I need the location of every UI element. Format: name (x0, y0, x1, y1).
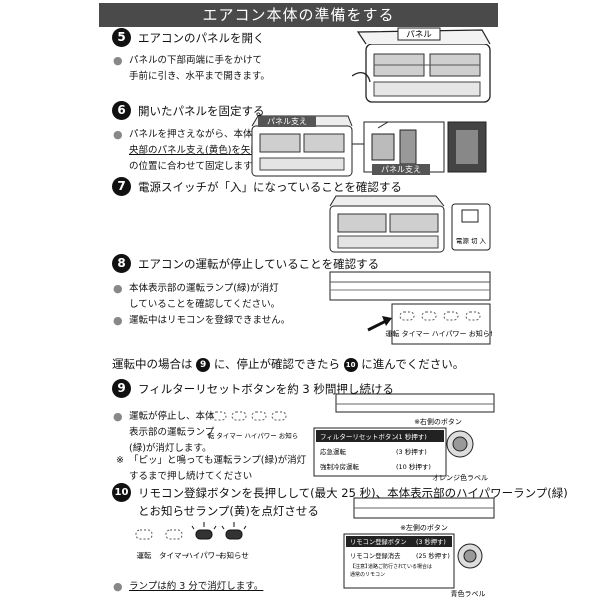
step-8-number: 8 (112, 254, 131, 273)
forced-cooling-sec: (10 秒押す) (396, 462, 431, 471)
lamp-label-timer: タイマー (159, 551, 189, 560)
step-9-note-2: するまで押し続けてください (129, 471, 253, 482)
caution-line-2: 道路ご防行され (368, 563, 403, 570)
step-9-lamp-labels: 運転 タイマー ハイパワー お知らせ (208, 431, 298, 440)
caution-line-4: 通常のリモコン (350, 571, 385, 578)
bullet-icon: ● (113, 128, 123, 141)
aircon-display-lamps-illustration: 運転 タイマー ハイパワー お知らせ (329, 271, 492, 345)
step-8-text-3: 運転中はリモコンを登録できません。 (129, 315, 291, 326)
remote-register-clear-sec: (25 秒押す) (416, 551, 450, 560)
step-8-text-1: 本体表示部の運転ランプ(緑)が消灯 (129, 283, 279, 294)
orange-label-caption: オレンジ色ラベル (432, 473, 488, 482)
step-8-title: エアコンの運転が停止していることを確認する (138, 257, 380, 271)
lamp-labels: 運転 タイマー ハイパワー お知らせ (385, 329, 492, 338)
bullet-icon: ● (113, 314, 123, 327)
step-10-number: 10 (112, 483, 131, 502)
remote-register-clear-label: リモコン登録消去 (350, 551, 400, 560)
step-5-title: エアコンのパネルを開く (138, 31, 265, 45)
panel-support-illustration: パネル支え パネル支え (251, 115, 487, 177)
forced-cooling-label: 強制冷房運転 (320, 462, 360, 471)
filter-reset-panel-illustration: ※右側のボタン フィルターリセットボタン (1 秒押す) 応急運転 (3 秒押す… (313, 393, 495, 482)
lamp-label-highpower: ハイパワー (185, 551, 222, 560)
panel-support-label-b: パネル支え (381, 164, 421, 174)
filter-reset-button-label: フィルターリセットボタン (320, 432, 398, 441)
step-6-text-2: 央部のパネル支え(黄色)を矢印 (129, 145, 260, 156)
step-10-title-2: とお知らせランプ(黄)を点灯させる (138, 504, 319, 518)
progress-note-b: に、停止が確認できたら (213, 357, 340, 371)
step-10-ref: 10 (343, 357, 358, 372)
step-9-number: 9 (112, 379, 131, 398)
progress-note-c: に進んでください。 (361, 357, 465, 371)
lamps-off-illustration: 運転 タイマー ハイパワー お知らせ (208, 411, 298, 440)
step-9-text-3: (緑)が消灯します。 (129, 443, 212, 454)
progress-note: 運転中の場合は 9 に、停止が確認できたら 10 に進んでください。 (112, 356, 464, 372)
step-5-text-1: パネルの下部両端に手をかけて (129, 55, 263, 66)
bullet-icon: ● (113, 282, 123, 295)
progress-note-a: 運転中の場合は (112, 357, 193, 371)
step-6-title: 開いたパネルを固定する (138, 104, 265, 118)
step-7-number: 7 (112, 177, 131, 196)
step-5-number: 5 (112, 28, 131, 47)
caution-line-1: 【注意】 (350, 563, 370, 570)
step-9-ref: 9 (196, 357, 211, 372)
filter-reset-button-sec: (1 秒押す) (396, 432, 427, 441)
panel-support-label-a: パネル支え (267, 116, 307, 126)
step-9-text-1: 運転が停止し、本体 (129, 411, 215, 422)
caution-line-3: ている場合は (402, 563, 432, 570)
step-6-text-3: の位置に合わせて固定します。 (129, 161, 262, 172)
bullet-icon: ● (113, 580, 123, 593)
bullet-icon: ● (113, 54, 123, 67)
lamp-label-notice: お知らせ (219, 550, 249, 560)
power-switch-label: 電源 切 入 (456, 236, 487, 245)
blue-label-caption: 青色ラベル (451, 589, 486, 598)
step-10-title-1: リモコン登録ボタンを長押しして(最大 25 秒)、本体表示部のハイパワーランプ(… (138, 486, 568, 500)
remote-register-panel-illustration: ※左側のボタン リモコン登録ボタン (3 秒押す) リモコン登録消去 (25 秒… (343, 497, 495, 598)
step-9-text-2: 表示部の運転ランプ (129, 427, 215, 438)
power-switch-illustration: 電源 切 入 (329, 195, 491, 253)
lamps-on-illustration: 運転 タイマー ハイパワー お知らせ (135, 522, 249, 560)
panel-label: パネル (406, 30, 432, 40)
step-8-text-2: していることを確認してください。 (129, 299, 281, 310)
step-6-text-1: パネルを押さえながら、本体中 (129, 129, 263, 140)
right-button-caption: ※右側のボタン (414, 417, 462, 426)
step-9-note-1: 「ピッ」と鳴っても運転ランプ(緑)が消灯 (129, 455, 307, 466)
bullet-icon: ● (113, 410, 123, 423)
lamp-label-run: 運転 (137, 551, 152, 560)
step-6-number: 6 (112, 101, 131, 120)
page-title: エアコン本体の準備をする (99, 3, 498, 27)
aircon-panel-open-illustration: パネル (352, 27, 491, 103)
remote-register-button-label: リモコン登録ボタン (350, 537, 407, 546)
emergency-run-sec: (3 秒押す) (396, 447, 427, 456)
step-7-title: 電源スイッチが「入」になっていることを確認する (138, 180, 402, 194)
left-button-caption: ※左側のボタン (400, 523, 448, 532)
emergency-run-label: 応急運転 (320, 447, 347, 456)
step-5-text-2: 手前に引き、水平まで開きます。 (129, 71, 270, 82)
step-9-title: フィルターリセットボタンを約 3 秒間押し続ける (138, 382, 394, 396)
step-10-text: ランプは約 3 分で消灯します。 (129, 581, 264, 592)
note-mark: ※ (116, 455, 124, 466)
remote-register-button-sec: (3 秒押す) (416, 537, 446, 546)
